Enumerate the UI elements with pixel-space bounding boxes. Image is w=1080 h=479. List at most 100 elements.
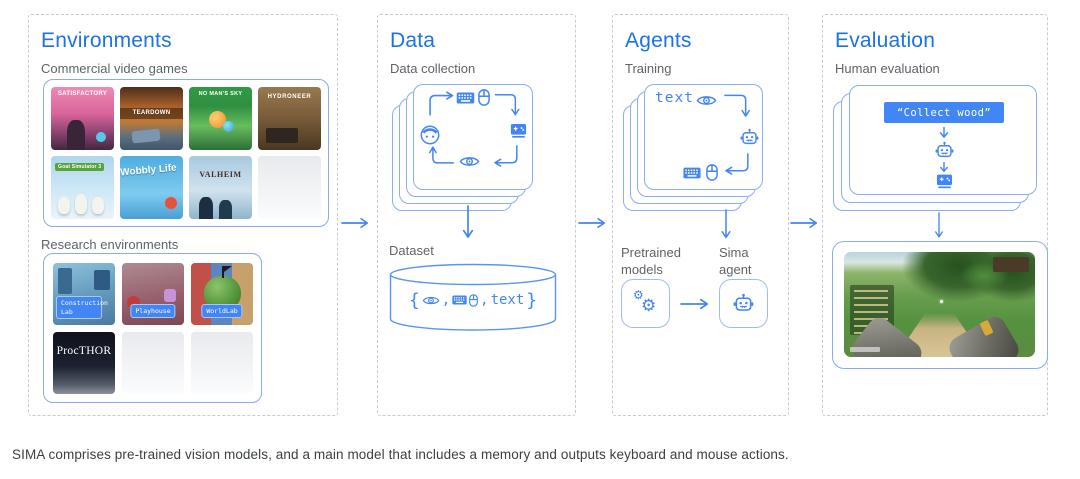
comma: ,: [480, 292, 489, 308]
building-silhouette: [993, 257, 1029, 272]
worldlab-flag: [224, 266, 232, 272]
env-tile-procthor: ProcTHOR: [53, 332, 115, 394]
data-collection-card: [413, 84, 533, 190]
eye-icon: [422, 295, 440, 306]
figure-caption: SIMA comprises pre-trained vision models…: [12, 447, 789, 462]
game-tile-satisfactory: SATISFACTORY: [51, 87, 114, 150]
commercial-games-grid: SATISFACTORY TEARDOWN NO MAN'S SKY HYDRO…: [44, 80, 328, 226]
cycle-arrow-down-left: [492, 145, 519, 168]
keyboard-icon: [456, 92, 475, 104]
env-tile-empty: [122, 332, 184, 394]
arrow-right-down: [724, 91, 750, 118]
instruction-box: “Collect wood”: [884, 102, 1004, 123]
evaluation-card-stack: “Collect wood”: [833, 85, 1037, 211]
game-title: TEARDOWN: [132, 110, 171, 116]
goat-figure: [75, 194, 87, 214]
env-tile-empty: [191, 332, 253, 394]
panel-data: Data Data collection Dataset: [377, 14, 576, 416]
flow-arrow-data-to-agents: [578, 217, 607, 229]
eye-icon: [459, 155, 480, 168]
env-title: WorldLab: [201, 303, 243, 318]
env-tile-construction-lab: Construction Lab: [53, 263, 115, 325]
gameplay-screenshot: [844, 252, 1035, 357]
game-title: HYDRONEER: [267, 94, 312, 100]
cycle-arrow-right-down: [494, 91, 520, 116]
crosshair-dot: [939, 300, 943, 304]
close-brace: }: [526, 289, 538, 311]
wobbly-character: [165, 197, 177, 209]
game-screen-icon: [935, 174, 954, 189]
hydroneer-truck: [266, 128, 298, 143]
cycle-arrow-left-up: [429, 143, 455, 168]
lab-machine: [94, 270, 110, 290]
data-title: Data: [390, 29, 436, 52]
keyboard-icon: [683, 167, 701, 179]
gear-icon: ⚙: [633, 288, 644, 302]
game-tile-teardown: TEARDOWN: [120, 87, 183, 150]
commercial-games-box: SATISFACTORY TEARDOWN NO MAN'S SKY HYDRO…: [43, 79, 329, 227]
env-tile-playhouse: Playhouse: [122, 263, 184, 325]
evaluation-card: “Collect wood”: [849, 85, 1037, 195]
robot-icon: [740, 128, 759, 147]
game-tile-hydroneer: HYDRONEER: [258, 87, 321, 150]
game-title: NO MAN'S SKY: [198, 91, 243, 97]
data-collection-label: Data collection: [390, 61, 476, 76]
valheim-silhouette: [199, 197, 213, 219]
comma: ,: [441, 292, 451, 308]
mouse-icon: [478, 89, 490, 106]
training-card-stack: text: [623, 84, 763, 211]
robot-icon: [733, 293, 754, 314]
training-card: text: [644, 84, 763, 190]
keyboard-icon: [452, 295, 467, 305]
mouse-icon: [706, 164, 718, 181]
game-tile-goat-simulator-3: Goat Simulator 3: [51, 156, 114, 219]
instruction-text: “Collect wood”: [896, 106, 992, 119]
nms-blob: [223, 121, 234, 132]
agents-title: Agents: [625, 29, 692, 52]
pretrained-models-label: Pretrained models: [621, 245, 681, 277]
satisfactory-accent: [96, 132, 106, 142]
sima-agent-box: [719, 279, 768, 328]
arrow-collection-to-dataset: [462, 205, 474, 241]
arrow-down-left: [723, 153, 750, 176]
pretrained-models-box: ⚙ ⚙: [621, 279, 670, 328]
env-title: ProcTHOR: [56, 345, 112, 357]
env-tile-worldlab: WorldLab: [191, 263, 253, 325]
lab-machine: [58, 268, 72, 294]
game-tile-valheim: VALHEIM: [189, 156, 252, 219]
person-icon: [420, 125, 440, 145]
commercial-games-label: Commercial video games: [41, 61, 188, 76]
arrow-instruction-to-agent: [938, 127, 950, 139]
playhouse-toy: [164, 289, 176, 302]
arrow-agent-to-game: [938, 162, 950, 173]
env-title: Playhouse: [130, 303, 176, 318]
game-title: Wobbly Life: [120, 162, 178, 179]
crafting-hud: [850, 285, 894, 335]
arrow-pretrained-to-sima: [675, 298, 715, 310]
game-title: Goat Simulator 3: [55, 163, 105, 171]
nms-blob: [209, 111, 226, 128]
game-title: SATISFACTORY: [57, 91, 108, 97]
training-label: Training: [625, 61, 672, 76]
gear-icon: ⚙: [641, 296, 657, 316]
watermark: [850, 347, 880, 352]
game-title: VALHEIM: [199, 170, 242, 179]
research-environments-label: Research environments: [41, 237, 179, 252]
teardown-vehicle: [131, 128, 161, 144]
valheim-silhouette: [219, 200, 232, 219]
satisfactory-figure: [67, 120, 85, 150]
gameplay-screenshot-box: [832, 241, 1048, 369]
evaluation-title: Evaluation: [835, 29, 936, 52]
panel-evaluation: Evaluation Human evaluation “Collect woo…: [822, 14, 1048, 416]
data-collection-card-stack: [392, 84, 533, 211]
panel-environments: Environments Commercial video games SATI…: [28, 14, 338, 416]
research-environments-box: Construction Lab Playhouse WorldLab Proc…: [43, 253, 262, 403]
dataset-label: Dataset: [389, 243, 434, 258]
panel-agents: Agents Training text Pretrained models S…: [612, 14, 789, 416]
teardown-band: [120, 108, 183, 119]
robot-icon: [935, 141, 954, 160]
sima-agent-label: Sima agent: [719, 245, 752, 277]
open-brace: {: [408, 289, 420, 311]
goat-figure: [58, 197, 70, 214]
text-token: text: [490, 292, 525, 308]
